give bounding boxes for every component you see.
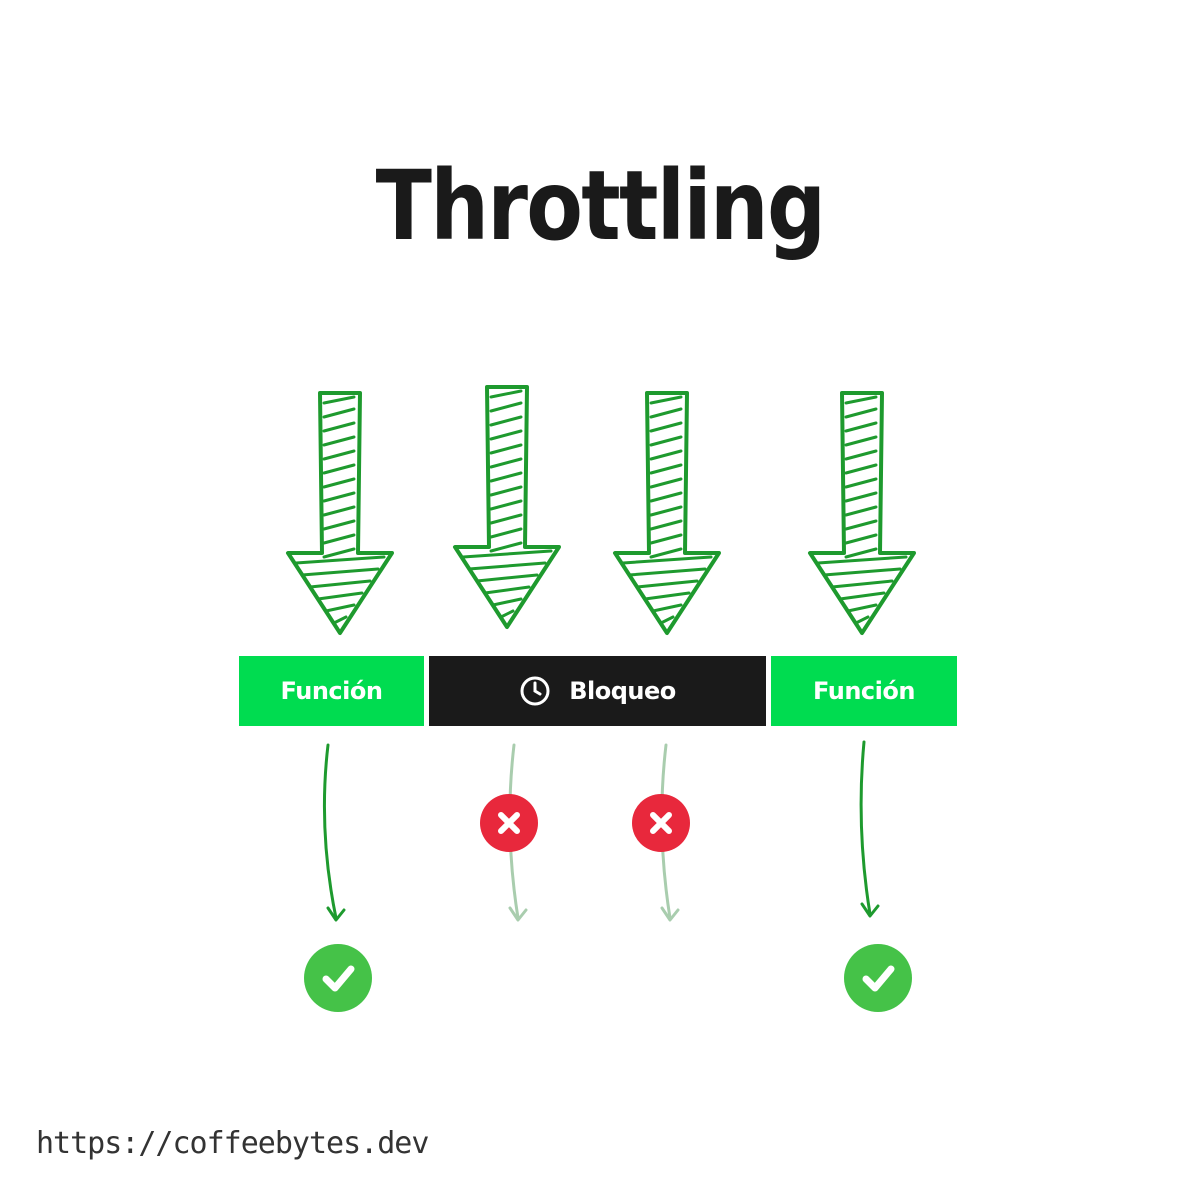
output-arrow-head (326, 906, 346, 922)
function-label: Función (280, 677, 383, 705)
function-segment: Función (771, 656, 957, 726)
output-arrow-head (508, 906, 528, 922)
page-title: Throttling (375, 150, 826, 262)
clock-icon (519, 675, 551, 707)
output-arrow-head (860, 902, 880, 918)
block-label: Bloqueo (569, 677, 676, 705)
footer-url[interactable]: https://coffeebytes.dev (36, 1126, 429, 1161)
x-icon (632, 794, 690, 852)
block-segment: Bloqueo (429, 656, 766, 726)
check-icon (304, 944, 372, 1012)
output-arrow (859, 740, 872, 916)
function-label: Función (813, 677, 915, 705)
output-arrow-head (660, 906, 680, 922)
output-arrow (322, 743, 338, 920)
x-icon (480, 794, 538, 852)
function-segment: Función (239, 656, 424, 726)
check-icon (844, 944, 912, 1012)
